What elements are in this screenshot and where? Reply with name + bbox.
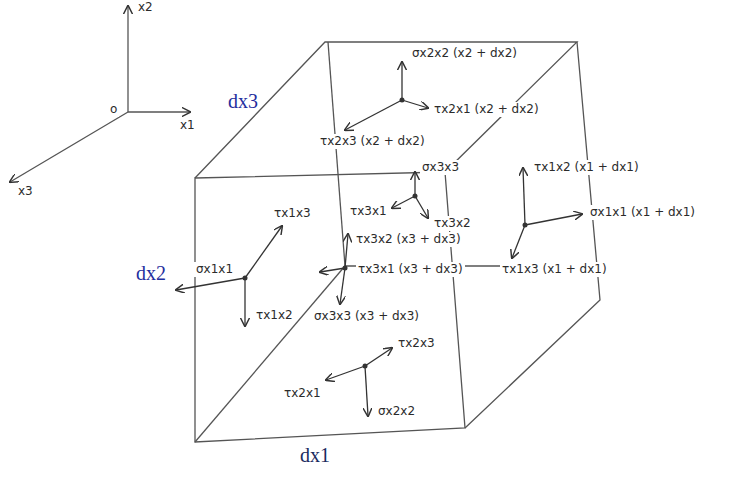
stress-label: τx3x2 (x3 + dx3) xyxy=(354,232,463,247)
stress-label: τx1x2 (x1 + dx1) xyxy=(532,160,641,175)
stress-label: τx2x1 xyxy=(282,386,323,401)
stress-label: τx2x3 (x2 + dx2) xyxy=(318,134,427,149)
stress-label: σx2x2 xyxy=(376,404,417,419)
stress-label: τx2x3 xyxy=(396,336,437,351)
stress-label: σx3x3 xyxy=(420,160,461,175)
stress-label: τx2x1 (x2 + dx2) xyxy=(432,102,541,117)
stress-label: σx1x1 (x1 + dx1) xyxy=(588,205,697,220)
axis-label: x2 xyxy=(136,0,155,15)
axis-label: x3 xyxy=(16,184,35,199)
axis-label: x1 xyxy=(178,118,197,133)
dimension-label: dx1 xyxy=(298,444,332,466)
origin-label: o xyxy=(108,102,119,117)
stress-label: τx3x1 (x3 + dx3) xyxy=(356,262,465,277)
stress-label: σx1x1 xyxy=(194,262,235,277)
stress-label: σx3x3 (x3 + dx3) xyxy=(312,309,421,324)
stress-label: τx1x3 xyxy=(272,206,313,221)
stress-label: σx2x2 (x2 + dx2) xyxy=(410,46,519,61)
dimension-label: dx3 xyxy=(226,90,260,112)
stress-label: τx1x2 xyxy=(254,308,295,323)
stress-label: τx3x2 xyxy=(432,216,473,231)
stress-label: τx3x1 xyxy=(348,204,389,219)
stress-label: τx1x3 (x1 + dx1) xyxy=(500,262,609,277)
dimension-label: dx2 xyxy=(134,262,168,284)
